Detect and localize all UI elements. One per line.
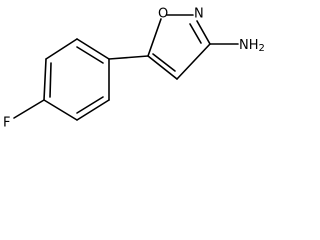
bond-c3-c4 — [176, 43, 211, 80]
amino-subscript: 2 — [259, 43, 265, 54]
chemical-structure: O N NH2 F — [3, 7, 265, 131]
ring-nitrogen-atom-label: N — [194, 7, 204, 22]
benzene-ring — [43, 38, 110, 121]
oxygen-atom-label: O — [158, 7, 168, 22]
bond-c5-phenyl — [108, 55, 149, 60]
amino-group-label: NH2 — [239, 38, 265, 55]
bond-c4-c5-double — [147, 53, 178, 80]
fluorine-atom-label: F — [3, 116, 10, 131]
amino-nh-text: NH — [239, 38, 259, 53]
bond-c-f — [13, 99, 45, 119]
bond-n-c3-double — [189, 20, 211, 45]
bond-c5-o — [147, 18, 162, 57]
